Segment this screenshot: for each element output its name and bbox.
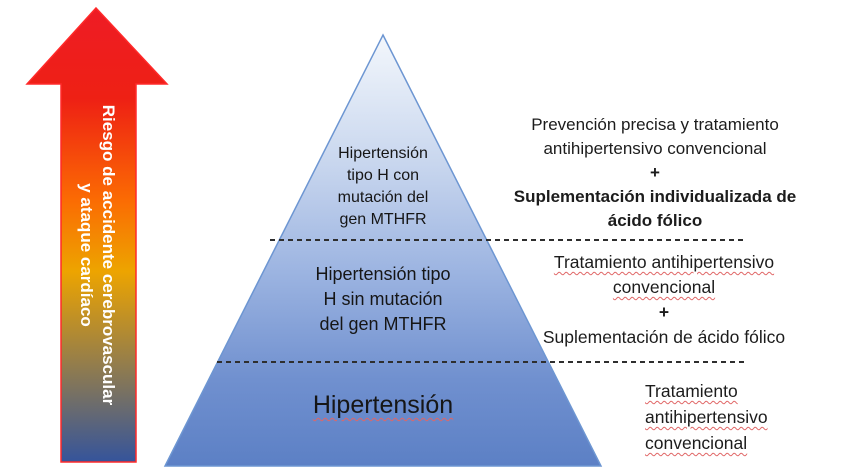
- treatment-base-line: Tratamiento: [645, 381, 738, 401]
- level-middle-line: del gen MTHFR: [319, 314, 447, 334]
- level-middle-line: Hipertensión tipo: [315, 264, 451, 284]
- risk-label-line-1: Riesgo de accidente cerebrovascular: [99, 104, 118, 406]
- treatment-base-line: convencional: [645, 433, 748, 453]
- pyramid-level-top-label: Hipertensión tipo H con mutación del gen…: [273, 143, 493, 231]
- level-base-line: Hipertensión: [312, 391, 454, 419]
- dashed-divider-bottom: [217, 361, 744, 363]
- level-top-line: tipo H con: [346, 167, 420, 184]
- treatment-block-top: Prevención precisa y tratamiento antihip…: [455, 113, 855, 233]
- treatment-base-line: antihipertensivo: [645, 407, 768, 427]
- treatment-middle-line: Tratamiento antihipertensivo: [553, 252, 775, 272]
- treatment-top-line: Suplementación individualizada de: [513, 187, 797, 206]
- dashed-divider-top: [270, 239, 746, 241]
- level-middle-line: H sin mutación: [323, 289, 443, 309]
- pyramid-shape: [163, 33, 603, 467]
- risk-arrow-label: Riesgo de accidente cerebrovascular y at…: [75, 57, 119, 453]
- level-top-line: mutación del: [337, 189, 429, 206]
- level-top-line: gen MTHFR: [339, 211, 427, 228]
- treatment-middle-line: convencional: [612, 277, 716, 297]
- level-top-line: Hipertensión: [338, 145, 428, 162]
- pyramid-level-base-label: Hipertensión: [233, 390, 533, 420]
- plus-sign: +: [650, 163, 660, 182]
- treatment-top-line: ácido fólico: [607, 211, 703, 230]
- treatment-block-middle: Tratamiento antihipertensivo convenciona…: [468, 250, 860, 350]
- risk-label-line-2: y ataque cardíaco: [77, 183, 96, 327]
- treatment-block-base: Tratamiento antihipertensivo convenciona…: [645, 378, 860, 456]
- risk-arrow-shape: [25, 6, 169, 463]
- treatment-middle-line: Suplementación de ácido fólico: [542, 327, 786, 347]
- plus-sign: +: [658, 302, 670, 322]
- pyramid-level-middle-label: Hipertensión tipo H sin mutación del gen…: [253, 262, 513, 337]
- treatment-top-line: Prevención precisa y tratamiento: [531, 115, 779, 134]
- treatment-top-line: antihipertensivo convencional: [543, 139, 767, 158]
